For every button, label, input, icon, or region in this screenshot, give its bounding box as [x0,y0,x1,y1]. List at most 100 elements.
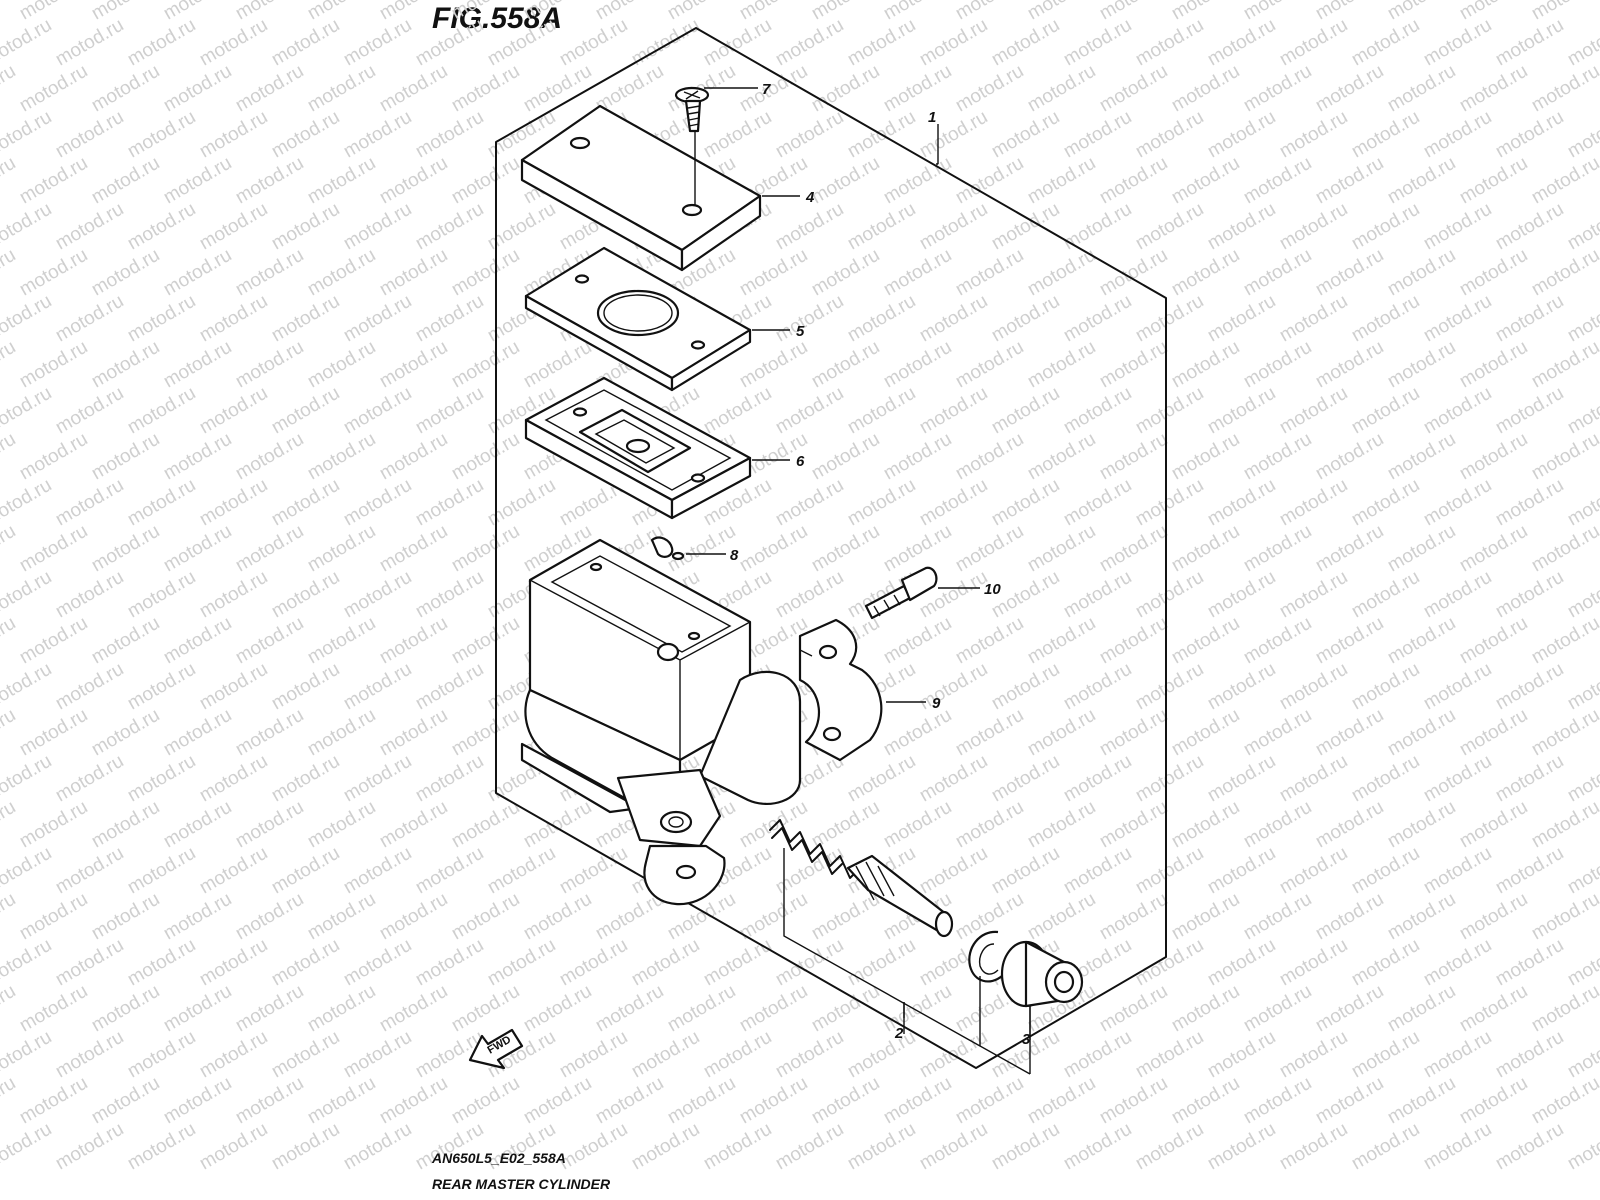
watermark-text: motod.ru [1204,935,1279,991]
watermark-text: motod.ru [196,199,271,255]
watermark-text: motod.ru [16,153,91,209]
watermark-text: motod.ru [1096,245,1171,301]
watermark-text: motod.ru [484,843,559,899]
watermark-text: motod.ru [88,0,163,24]
bolt-part[interactable] [864,566,938,620]
watermark-text: motod.ru [1384,521,1459,577]
watermark-text: motod.ru [1312,61,1387,117]
watermark-text: motod.ru [1528,337,1600,393]
clip-part[interactable] [650,536,685,561]
watermark-text: motod.ru [196,15,271,71]
watermark-text: motod.ru [88,981,163,1037]
watermark-text: motod.ru [988,659,1063,715]
piston-part[interactable] [846,854,954,938]
watermark-text: motod.ru [592,981,667,1037]
watermark-text: motod.ru [448,981,523,1037]
watermark-text: motod.ru [664,521,739,577]
watermark-text: motod.ru [772,1119,847,1175]
watermark-text: motod.ru [52,1027,127,1083]
spring-part[interactable] [769,819,861,879]
watermark-text: motod.ru [1492,199,1567,255]
watermark-text: motod.ru [1312,0,1387,24]
watermark-text: motod.ru [1492,383,1567,439]
watermark-text: motod.ru [880,153,955,209]
watermark-text: motod.ru [268,1119,343,1175]
callout-label-6: 6 [796,453,805,470]
callout-label-3: 3 [1022,1031,1031,1048]
watermark-text: motod.ru [304,1073,379,1129]
watermark-text: motod.ru [736,1073,811,1129]
watermark-text: motod.ru [1204,843,1279,899]
watermark-text: motod.ru [1528,981,1600,1037]
circlip-part[interactable] [968,930,1003,983]
watermark-text: motod.ru [0,981,19,1037]
callout-label-9: 9 [932,695,941,712]
watermark-text: motod.ru [1348,1027,1423,1083]
watermark-text: motod.ru [736,521,811,577]
watermark-text: motod.ru [1348,1119,1423,1175]
watermark-text: motod.ru [304,613,379,669]
watermark-text: motod.ru [1492,843,1567,899]
watermark-text: motod.ru [1024,797,1099,853]
holder-part[interactable] [798,618,883,762]
watermark-text: motod.ru [1456,705,1531,761]
watermark-text: motod.ru [628,935,703,991]
watermark-text: motod.ru [1348,659,1423,715]
watermark-text: motod.ru [1168,1073,1243,1129]
watermark-text: motod.ru [232,429,307,485]
watermark-text: motod.ru [52,107,127,163]
watermark-text: motod.ru [0,521,19,577]
watermark-text: motod.ru [1132,843,1207,899]
diagram-code: AN650L5_E02_558A [432,1150,566,1166]
watermark-text: motod.ru [1096,0,1171,24]
watermark-text: motod.ru [0,245,19,301]
watermark-text: motod.ru [1348,751,1423,807]
watermark-text: motod.ru [1348,107,1423,163]
watermark-text: motod.ru [52,383,127,439]
watermark-text: motod.ru [952,613,1027,669]
watermark-text: motod.ru [1384,797,1459,853]
watermark-text: motod.ru [808,337,883,393]
watermark-text: motod.ru [412,935,487,991]
watermark-text: motod.ru [1528,0,1600,24]
watermark-text: motod.ru [1276,1119,1351,1175]
watermark-text: motod.ru [1276,659,1351,715]
watermark-text: motod.ru [232,245,307,301]
watermark-text: motod.ru [124,475,199,531]
watermark-text: motod.ru [520,61,595,117]
screw-part[interactable] [674,86,710,133]
reservoir-cap-part[interactable] [520,104,762,272]
watermark-text: motod.ru [1096,153,1171,209]
watermark-text: motod.ru [1456,429,1531,485]
watermark-text: motod.ru [1420,107,1495,163]
watermark-text: motod.ru [1240,705,1315,761]
watermark-text: motod.ru [1024,337,1099,393]
callout-label-4: 4 [805,189,815,206]
watermark-text: motod.ru [916,751,991,807]
watermark-text: motod.ru [376,797,451,853]
watermark-text: motod.ru [340,751,415,807]
watermark-text: motod.ru [808,61,883,117]
watermark-text: motod.ru [1312,521,1387,577]
callout-label-1: 1 [928,109,936,126]
watermark-text: motod.ru [124,291,199,347]
watermark-text: motod.ru [1276,843,1351,899]
watermark-text: motod.ru [160,705,235,761]
watermark-text: motod.ru [556,843,631,899]
watermark-text: motod.ru [1024,61,1099,117]
watermark-text: motod.ru [1204,1027,1279,1083]
watermark-text: motod.ru [16,889,91,945]
watermark-text: motod.ru [52,1119,127,1175]
diaphragm-part[interactable] [524,376,752,520]
watermark-text: motod.ru [1060,199,1135,255]
watermark-text: motod.ru [16,245,91,301]
watermark-text: motod.ru [1456,153,1531,209]
watermark-text: motod.ru [556,1119,631,1175]
watermark-text: motod.ru [988,15,1063,71]
cap-plate-part[interactable] [524,246,752,392]
boot-part[interactable] [1000,940,1084,1008]
watermark-text: motod.ru [808,245,883,301]
watermark-text: motod.ru [232,889,307,945]
watermark-text: motod.ru [1096,889,1171,945]
watermark-text: motod.ru [1348,383,1423,439]
